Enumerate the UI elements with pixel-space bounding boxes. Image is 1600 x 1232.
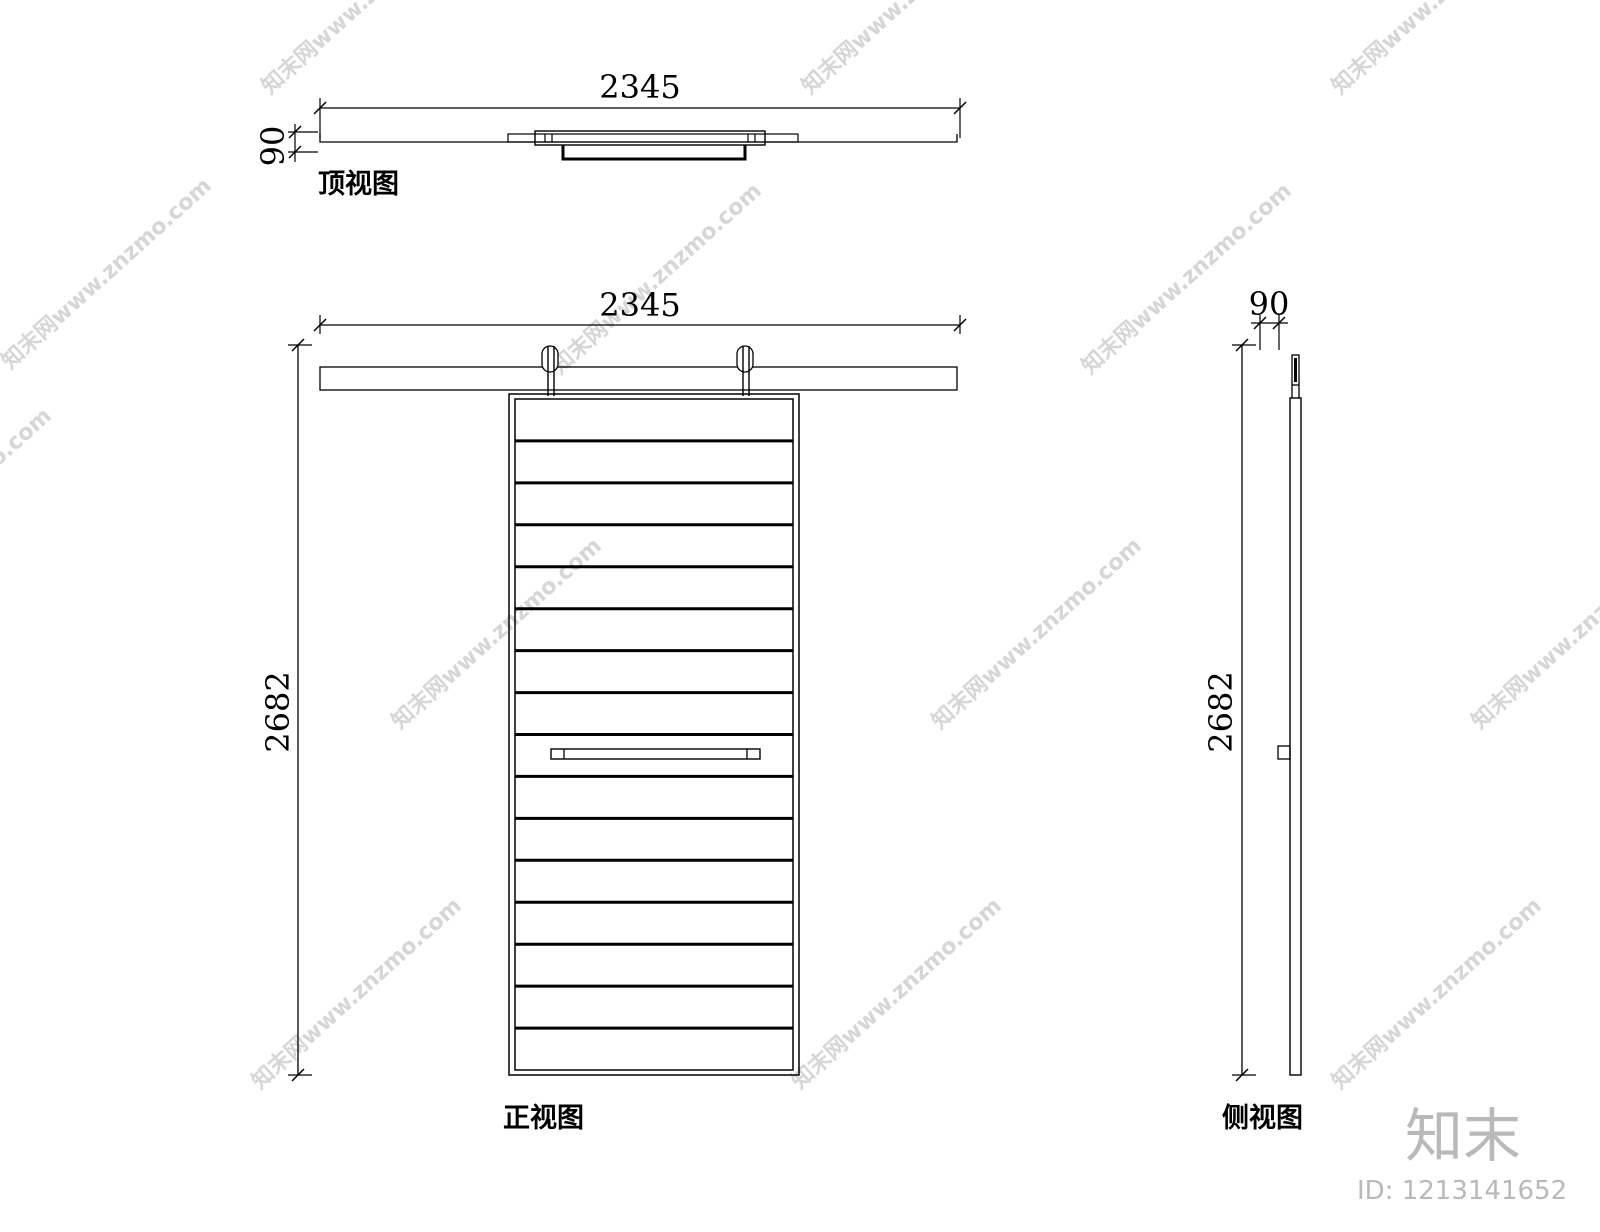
- top-door-leaf: [507, 133, 799, 143]
- watermark-text: 知末网www.znzmo.com: [0, 173, 217, 375]
- side-height-tick-bottom: [1235, 1068, 1249, 1082]
- watermark-text: 知末网www.znzmo.com: [1327, 893, 1547, 1095]
- door-outer-frame: [508, 393, 800, 1076]
- door-planks: [515, 439, 793, 1030]
- side-handle: [1277, 745, 1291, 760]
- watermark-text: 知末网www.znzmo.com: [247, 893, 467, 1095]
- front-height-tick-top: [291, 338, 305, 352]
- top-view-caption: 顶视图: [318, 169, 399, 200]
- watermark-text: 知末网www.znzmo.com: [1327, 0, 1547, 99]
- watermark-text: 知末网www.znzmo.com: [0, 403, 57, 605]
- front-height-label: 2682: [259, 671, 297, 752]
- top-view: 2345 90 顶视图: [254, 68, 967, 200]
- side-view-caption: 侧视图: [1222, 1103, 1303, 1134]
- hanger-wheel-left: [541, 345, 559, 373]
- front-rail: [319, 366, 958, 391]
- side-hanger-plate: [1294, 358, 1297, 382]
- watermark-text: 知末网www.znzmo.com: [787, 893, 1007, 1095]
- front-hanger-left: [541, 345, 559, 396]
- top-depth-tick-bottom: [288, 145, 302, 159]
- side-depth-tick-left: [1253, 316, 1267, 330]
- side-height-label: 2682: [1202, 671, 1240, 752]
- watermark-text: 知末网www.znzmo.com: [257, 0, 477, 99]
- watermark-layer: 知末网www.znzmo.com 知末网www.znzmo.com 知末网www.z…: [0, 0, 1600, 1094]
- front-width-label: 2345: [599, 286, 680, 324]
- top-handle: [561, 145, 747, 161]
- top-depth-label: 90: [254, 126, 292, 167]
- side-height-tick-top: [1235, 338, 1249, 352]
- side-rail-section: [1291, 354, 1300, 386]
- top-width-tick-right: [953, 101, 967, 115]
- top-rail: [319, 134, 958, 143]
- front-width-tick-left: [313, 318, 327, 332]
- image-id-label: ID: 1213141652: [1357, 1176, 1567, 1206]
- front-view-caption: 正视图: [503, 1103, 584, 1134]
- side-depth-tick-right: [1272, 316, 1286, 330]
- watermark-text: 知末网www.znzmo.com: [1077, 178, 1297, 380]
- front-width-tick-right: [953, 318, 967, 332]
- front-height-tick-bottom: [291, 1068, 305, 1082]
- watermark-text: 知末网www.znzmo.com: [1467, 533, 1600, 735]
- watermark-text: 知末网www.znzmo.com: [927, 533, 1147, 735]
- top-width-tick-left: [313, 101, 327, 115]
- watermark-text: 知末网www.znzmo.com: [387, 533, 607, 735]
- front-view: 2345 2682 正视图: [259, 286, 967, 1134]
- top-depth-tick-top: [288, 125, 302, 139]
- top-door-frame: [534, 130, 766, 146]
- side-door-leaf: [1289, 397, 1302, 1076]
- hanger-wheel-right: [736, 345, 754, 373]
- brand-logo-text: 知末: [1405, 1102, 1521, 1170]
- watermark-text: 知末网www.znzmo.com: [797, 0, 1017, 99]
- side-depth-label: 90: [1249, 285, 1290, 323]
- side-view: 90 2682 侧视图: [1202, 285, 1303, 1134]
- brand-mark: 知末 ID: 1213141652: [1357, 1102, 1567, 1206]
- watermark-text: 知末网www.znzmo.com: [547, 178, 767, 380]
- door-handle: [550, 748, 761, 760]
- top-width-label: 2345: [599, 68, 680, 106]
- front-hanger-right: [736, 345, 754, 396]
